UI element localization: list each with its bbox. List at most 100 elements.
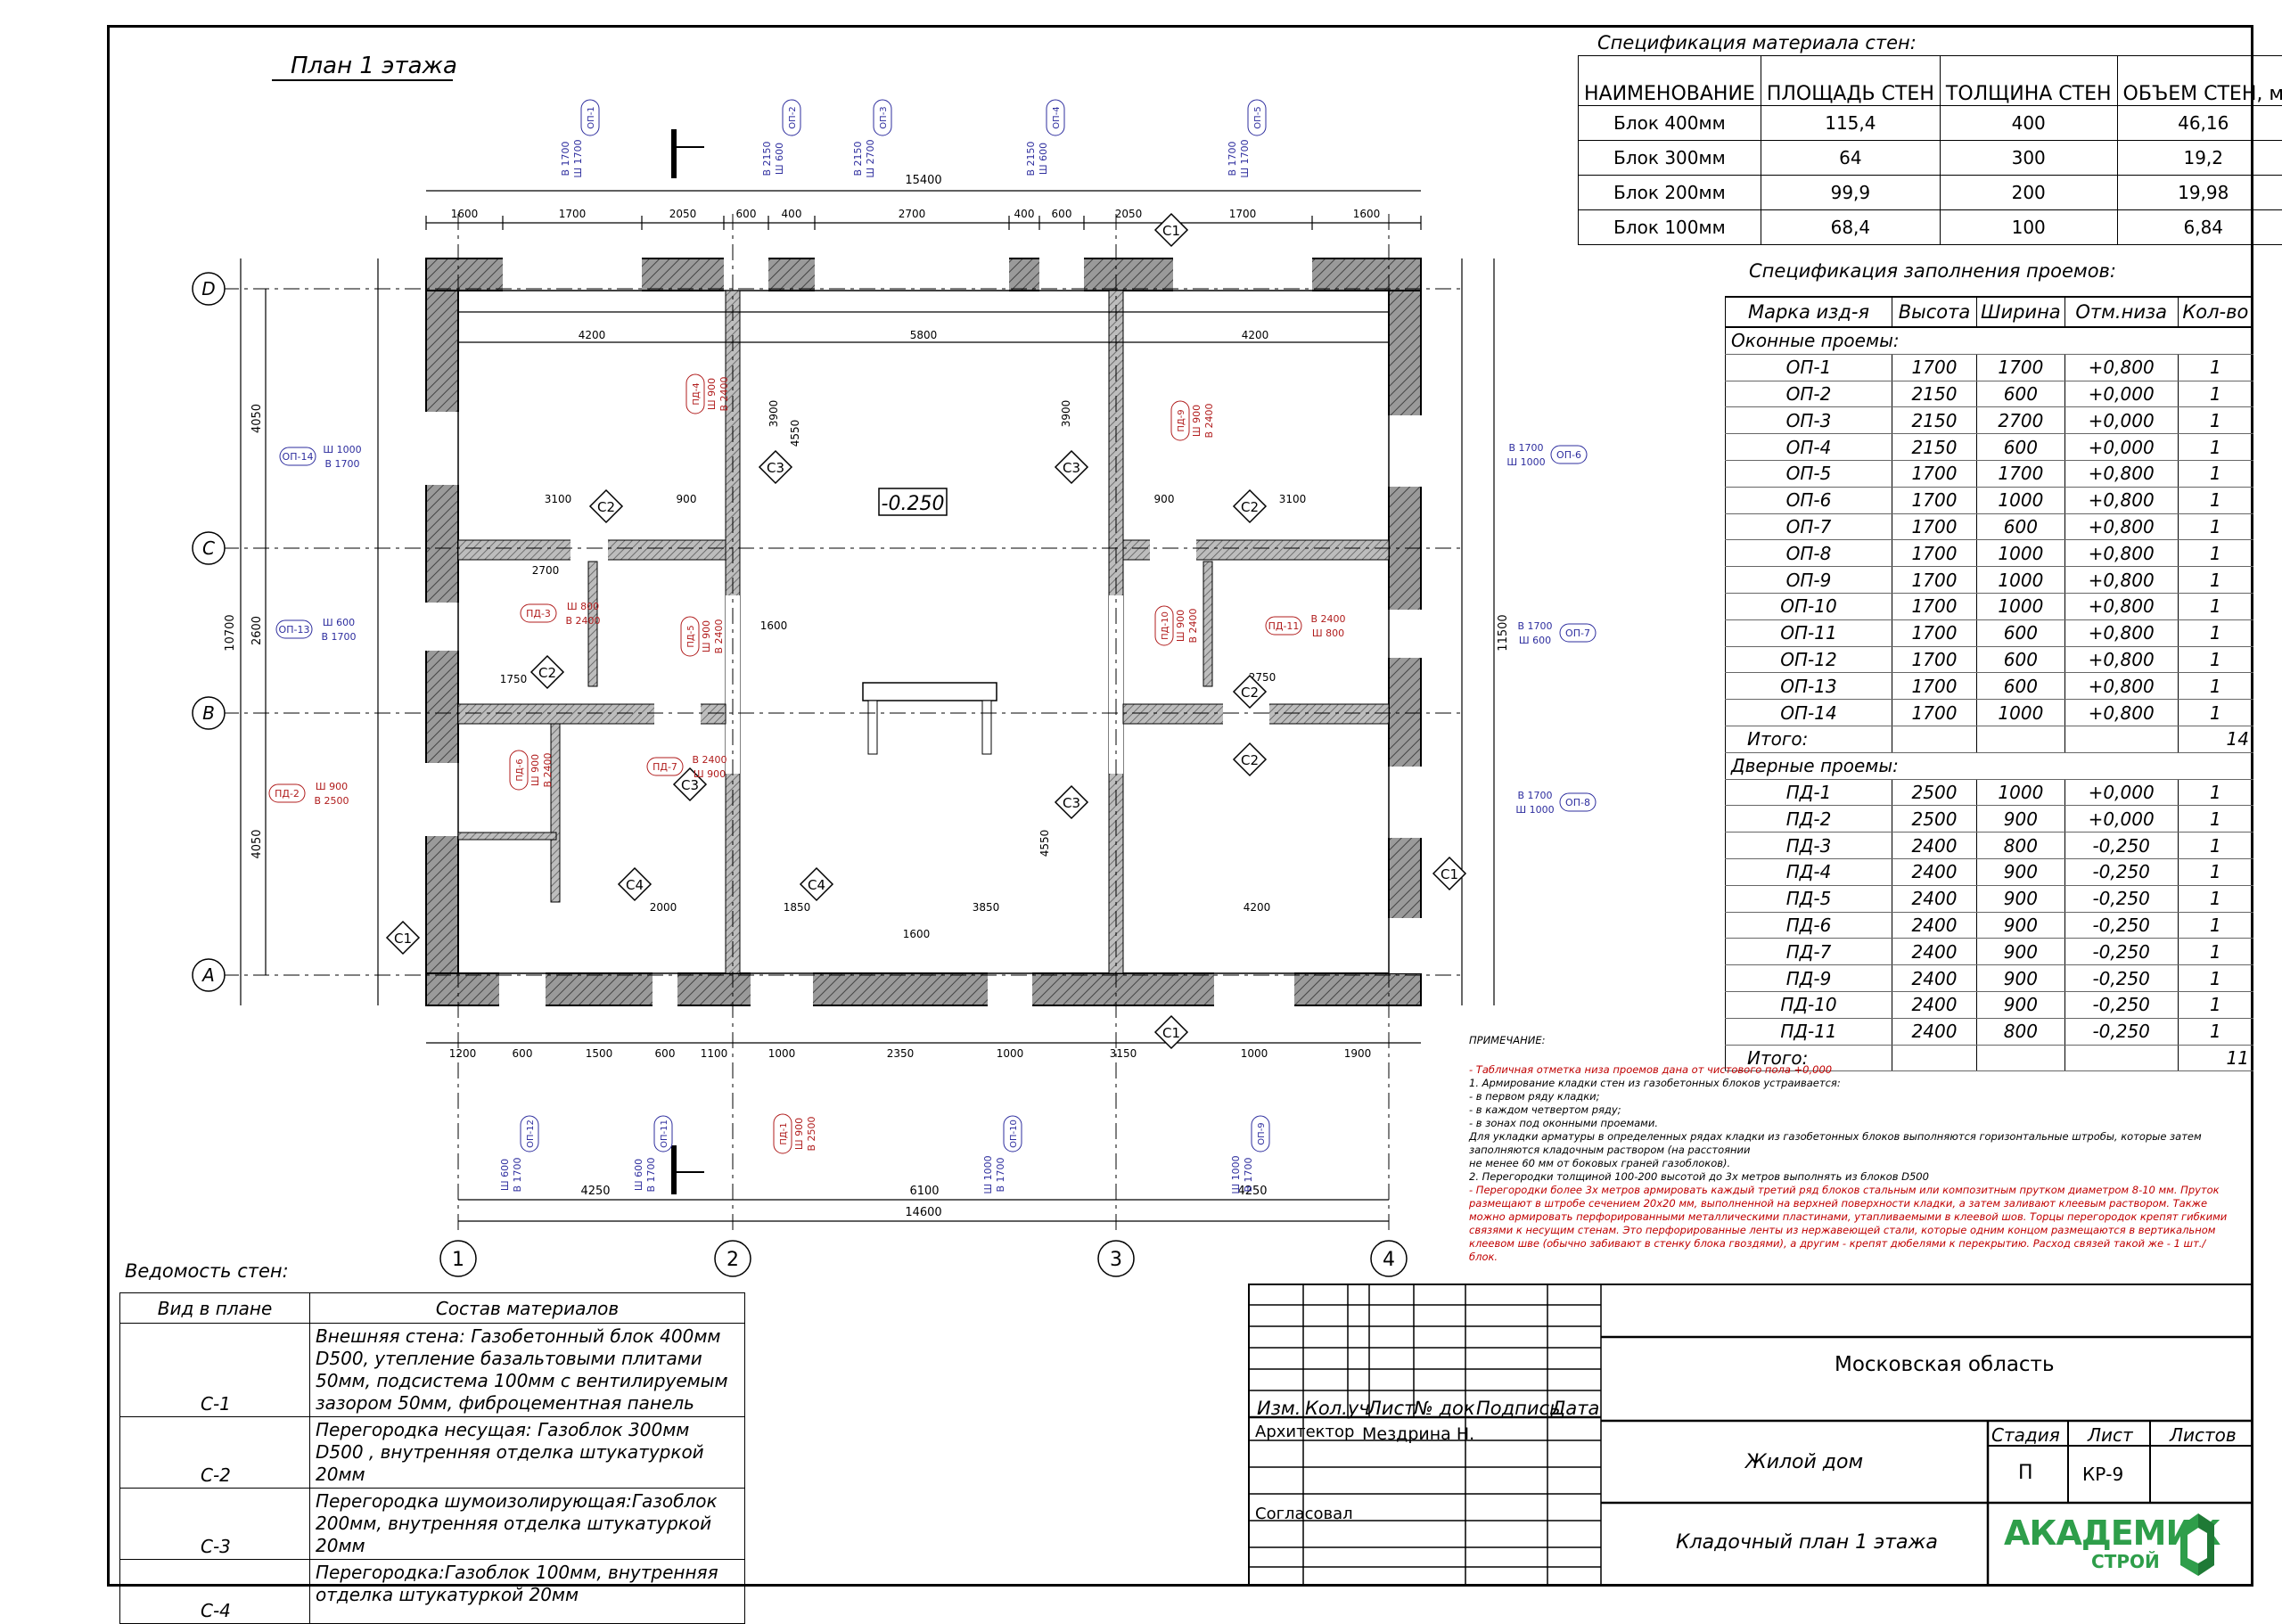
door-size: В 2400 (542, 752, 554, 787)
opening-id: ОП-11 (660, 1120, 669, 1148)
opening-size: В 1700 (1508, 442, 1543, 454)
note-line: не менее 60 мм от боковых граней газобло… (1469, 1157, 2236, 1170)
door-id: ПД-1 (779, 1122, 789, 1144)
dim-top-chain: 400 (782, 208, 802, 220)
door-size: В 2500 (314, 795, 349, 807)
section-mark-label: C1 (1162, 1025, 1180, 1041)
dim-room: 4200 (1242, 329, 1269, 341)
opening-spec-title: Спецификация заполнения проемов: (1749, 260, 2116, 282)
dim-bottom-chain: 1900 (1344, 1047, 1372, 1060)
door-size: В 2400 (718, 376, 730, 411)
axis-number: 3 (1110, 1249, 1122, 1271)
opening-size: Ш 1000 (1515, 804, 1554, 816)
opening-size: Ш 600 (774, 143, 785, 175)
wall-spec-table: НАИМЕНОВАНИЕ ПЛОЩАДЬ СТЕН ТОЛЩИНА СТЕН О… (1578, 55, 2282, 245)
dim-bottom-chain: 1500 (586, 1047, 613, 1060)
door-size: В 2400 (1187, 608, 1199, 643)
opening-size: Ш 1000 (1506, 456, 1545, 468)
door-size: В 2400 (713, 619, 725, 653)
opening-size: Ш 1700 (1239, 139, 1251, 177)
door-id: ПД-5 (686, 625, 696, 647)
opening-size: Ш 1000 (1230, 1155, 1242, 1193)
dim-room: 900 (677, 493, 697, 505)
wall-spec-title: Спецификация материала стен: (1597, 32, 1917, 53)
opening-id: ОП-2 (788, 106, 798, 128)
opening-size: В 1700 (1227, 141, 1238, 176)
interior-walls (458, 291, 1389, 973)
section-mark-label: C1 (1162, 223, 1180, 239)
door-id: ПД-3 (526, 608, 551, 619)
dim-room: 3850 (973, 901, 1000, 914)
opening-section-row: Дверные проемы: (1726, 752, 2253, 779)
notes-title: ПРИМЕЧАНИЕ: (1469, 1034, 2236, 1047)
dim-top-chain: 2700 (899, 208, 926, 220)
opening-id: ОП-10 (1009, 1120, 1019, 1148)
section-mark-label: C2 (597, 499, 615, 515)
opening-id: ОП-7 (1565, 627, 1590, 639)
dim-room: 1750 (500, 673, 528, 685)
dim-bottom-chain: 1200 (449, 1047, 477, 1060)
opening-size: В 1700 (1243, 1157, 1254, 1192)
company-logo: АКАДЕМИК СТРОЙ (2004, 1508, 2218, 1579)
dim-bottom-chain: 1000 (1241, 1047, 1268, 1060)
dim-bottom-chain: 2350 (887, 1047, 915, 1060)
note-line: - в первом ряду кладки; (1469, 1090, 2236, 1103)
section-mark-label: C4 (626, 877, 644, 893)
opening-size: В 1700 (1517, 620, 1552, 632)
notes-block: ПРИМЕЧАНИЕ: - Табличная отметка низа про… (1469, 1034, 2236, 1264)
sheets-header: Листов (2170, 1424, 2237, 1446)
opening-id: ОП-1 (587, 106, 596, 128)
note-line: - в каждом четвертом ряду; (1469, 1103, 2236, 1117)
section-mark-label: C1 (394, 931, 412, 947)
dim-bottom-chain: 600 (655, 1047, 676, 1060)
note-line: - Перегородки более 3х метров армировать… (1469, 1184, 2236, 1264)
opening-id: ОП-13 (279, 624, 310, 636)
opening-total-row: Итого:14 (1726, 726, 2253, 752)
dim-top-chain: 600 (736, 208, 757, 220)
opening-id: ОП-9 (1257, 1122, 1267, 1144)
door-size: В 2500 (806, 1116, 817, 1151)
dim-axis-span: 6100 (909, 1185, 939, 1198)
stage-value: П (2018, 1462, 2033, 1484)
door-size: Ш 800 (1312, 627, 1344, 639)
axis-letter: D (201, 278, 215, 299)
door-id: ПД-4 (692, 382, 702, 405)
door-id: ПД-6 (515, 759, 525, 781)
stage-header: Стадия (1991, 1424, 2060, 1446)
dim-room: 4200 (1244, 901, 1271, 914)
dim-top-chain: 1700 (1229, 208, 1257, 220)
dim-axis-span: 4250 (580, 1185, 610, 1198)
dim-room: 1850 (784, 901, 811, 914)
dim-room: 3100 (545, 493, 572, 505)
dim-room: 900 (1154, 493, 1175, 505)
section-mark-label: C1 (1441, 866, 1458, 882)
note-line: - в зонах под оконными проемами. (1469, 1117, 2236, 1130)
note-line: 2. Перегородки толщиной 100-200 высотой … (1469, 1170, 2236, 1184)
role-architect: Архитектор (1255, 1423, 1354, 1441)
dim-room: 5800 (910, 329, 938, 341)
opening-size: В 1700 (512, 1157, 523, 1192)
section-mark-label: C2 (538, 665, 556, 681)
opening-size: В 1700 (645, 1157, 657, 1192)
opening-size: В 1700 (995, 1157, 1006, 1192)
axis-letter: B (202, 702, 215, 724)
opening-size: Ш 1700 (572, 139, 584, 177)
section-mark-label: C2 (1241, 752, 1259, 768)
